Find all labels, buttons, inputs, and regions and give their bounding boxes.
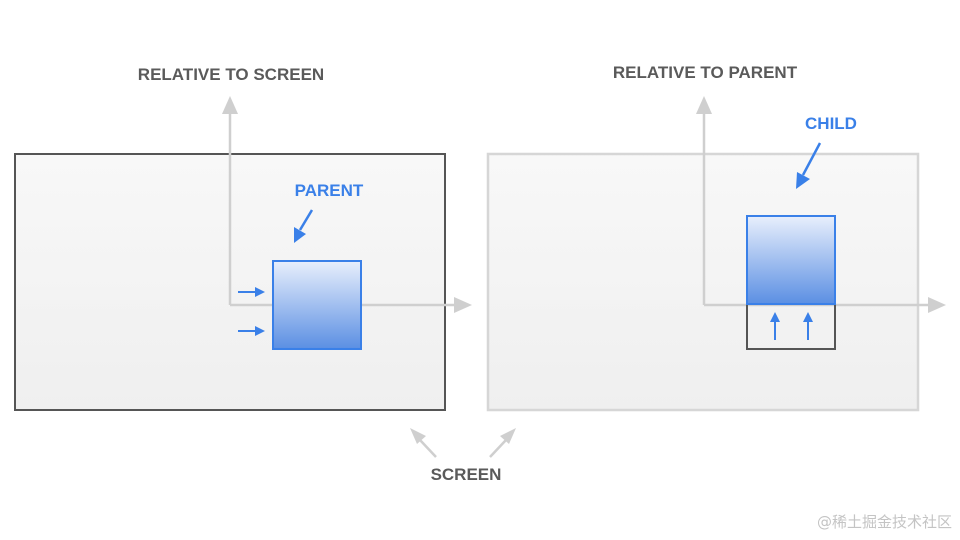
watermark-text: @稀土掘金技术社区 [816, 513, 952, 531]
screen-pointer-arrow-right [489, 428, 516, 458]
parent-offset-arrow [238, 287, 265, 297]
child-offset-arrow [803, 312, 813, 340]
label-child: CHILD [805, 114, 857, 133]
screen-pointer-arrow-left [410, 428, 437, 458]
parent-offset-arrow [238, 326, 265, 336]
label-screen: SCREEN [431, 465, 502, 484]
child-offset-arrow [770, 312, 780, 340]
parent-pointer-arrow [294, 209, 314, 243]
parent-box [272, 260, 362, 350]
child-box [746, 215, 836, 305]
label-relative-to-parent: RELATIVE TO PARENT [613, 63, 798, 82]
child-pointer-arrow [796, 142, 822, 189]
label-relative-to-screen: RELATIVE TO SCREEN [138, 65, 324, 84]
label-parent: PARENT [295, 181, 364, 200]
